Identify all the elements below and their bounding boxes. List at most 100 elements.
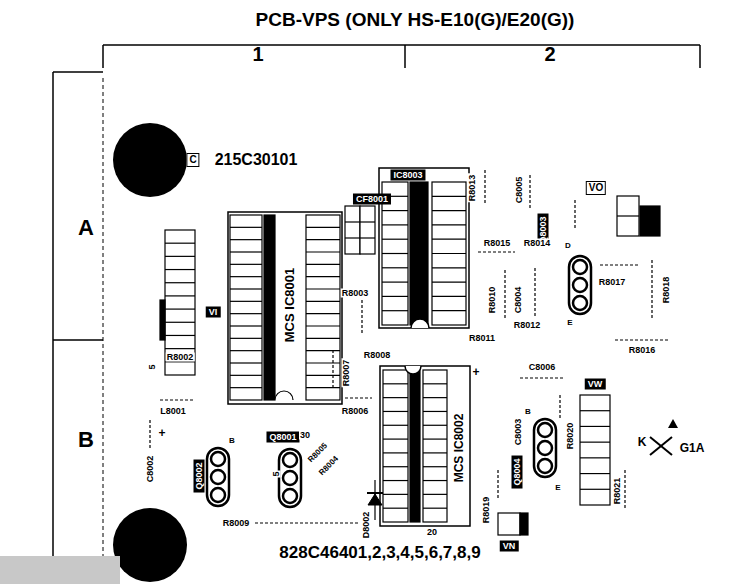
connector-pins: [580, 457, 610, 458]
resistor-mark: [332, 350, 333, 390]
reference-designator: R8018: [662, 276, 671, 305]
pin-letter: D: [564, 242, 572, 250]
transistor-symbol: [211, 452, 225, 466]
filter-pins: [360, 237, 375, 238]
ic-pins: [230, 301, 262, 302]
polarity-mark: +: [157, 427, 166, 439]
reference-designator: R8012: [513, 321, 542, 330]
part-tag: IC8003: [390, 170, 425, 181]
ic-pins: [230, 227, 262, 228]
resistor-mark: [529, 175, 530, 210]
board-number: 828C46401,2,3,4,5,6,7,8,9: [278, 544, 481, 561]
frame-line: [53, 71, 103, 73]
reference-designator: R8015: [483, 239, 512, 248]
ic-pins: [230, 387, 262, 388]
reference-designator: R8013: [468, 174, 477, 203]
diode-symbol: [367, 492, 383, 494]
pin-number: 5: [148, 363, 157, 370]
resistor-mark: [651, 260, 652, 318]
ic-body-bar: [264, 215, 275, 400]
reference-designator: R8004: [317, 454, 341, 478]
frame-line: [102, 45, 104, 68]
ic-pins: [423, 508, 447, 509]
ic-pins: [423, 452, 447, 453]
board-edge: [103, 78, 104, 584]
node-text: CF8001: [356, 194, 388, 204]
connector-pins: [165, 243, 195, 244]
resistor-mark: [534, 268, 535, 318]
transistor-symbol: [538, 459, 552, 473]
board-number: 215C30101: [214, 152, 299, 168]
pin-number: 20: [426, 528, 438, 537]
ic-pins: [306, 301, 340, 302]
ic-pins: [383, 508, 408, 509]
mounting-hole: [113, 508, 187, 582]
node-text: Q8004: [512, 458, 522, 485]
reference-designator: R8014: [523, 239, 552, 248]
ic-pins: [383, 452, 408, 453]
frame-line: [404, 45, 406, 68]
reference-designator: C8006: [528, 363, 557, 372]
ic-pins: [432, 267, 466, 268]
transistor-symbol: [538, 423, 552, 437]
part-tag: CF8001: [353, 194, 391, 205]
resistor-mark: [484, 170, 485, 205]
connector-tag: VW: [585, 379, 606, 390]
ic-notch: [411, 319, 429, 328]
ic-body-bar: [410, 370, 420, 522]
connector-pins: [165, 322, 195, 323]
component-class-box: C: [186, 153, 199, 167]
ic-pins: [306, 375, 340, 376]
ic-pins: [306, 350, 340, 351]
ic-pins: [383, 466, 408, 467]
node-text: VI: [209, 307, 218, 317]
pin-letter: B: [524, 408, 532, 416]
ic-pins: [230, 239, 262, 240]
reference-designator: L8001: [159, 407, 187, 416]
reference-designator: R8010: [488, 286, 497, 315]
reference-designator: R8002: [166, 353, 195, 362]
resistor-mark: [615, 339, 668, 340]
ic-pins: [382, 210, 408, 211]
connector-pins: [165, 256, 195, 257]
transistor-symbol: [573, 296, 587, 310]
ic-marking: MCS IC8002: [453, 413, 465, 484]
resistor-mark: [255, 522, 360, 523]
transistor-symbol: [283, 489, 297, 503]
reference-designator: D8002: [362, 511, 371, 540]
resistor-mark: [497, 470, 498, 500]
connector-pins: [580, 489, 610, 490]
transistor-symbol: [573, 260, 587, 274]
ic-pins: [383, 411, 408, 412]
transistor-symbol: [538, 441, 552, 455]
transistor-symbol: [207, 448, 229, 506]
ic-pins: [432, 224, 466, 225]
node-text: Q8002: [194, 462, 204, 489]
ic-pins: [432, 296, 466, 297]
ic-pins: [432, 239, 466, 240]
transistor-symbol: [279, 449, 301, 507]
ic-pins: [383, 397, 408, 398]
ic-pins: [432, 210, 466, 211]
connector-pins: [617, 215, 639, 216]
coil-mark: [160, 399, 195, 400]
pad: [520, 513, 528, 535]
ic-pins: [423, 438, 447, 439]
ic-pins: [230, 375, 262, 376]
ic-pins: [432, 253, 466, 254]
ic-marking: MCS IC8001: [283, 267, 296, 343]
ic-outline: [380, 366, 470, 526]
resistor-mark: [559, 395, 560, 420]
reference-designator: C8004: [514, 286, 523, 315]
connector-pins: [165, 230, 195, 375]
ic-notch: [275, 391, 293, 400]
connector-pins: [617, 196, 639, 236]
ic-outline: [379, 168, 469, 328]
reference-designator: R8019: [482, 496, 491, 525]
ic-pins: [306, 215, 340, 400]
resistor-mark: [504, 270, 505, 320]
diode-symbol: [368, 494, 382, 505]
ic-pins: [306, 276, 340, 277]
reference-designator: R8007: [342, 359, 351, 388]
part-tag: Q8002: [194, 459, 205, 492]
